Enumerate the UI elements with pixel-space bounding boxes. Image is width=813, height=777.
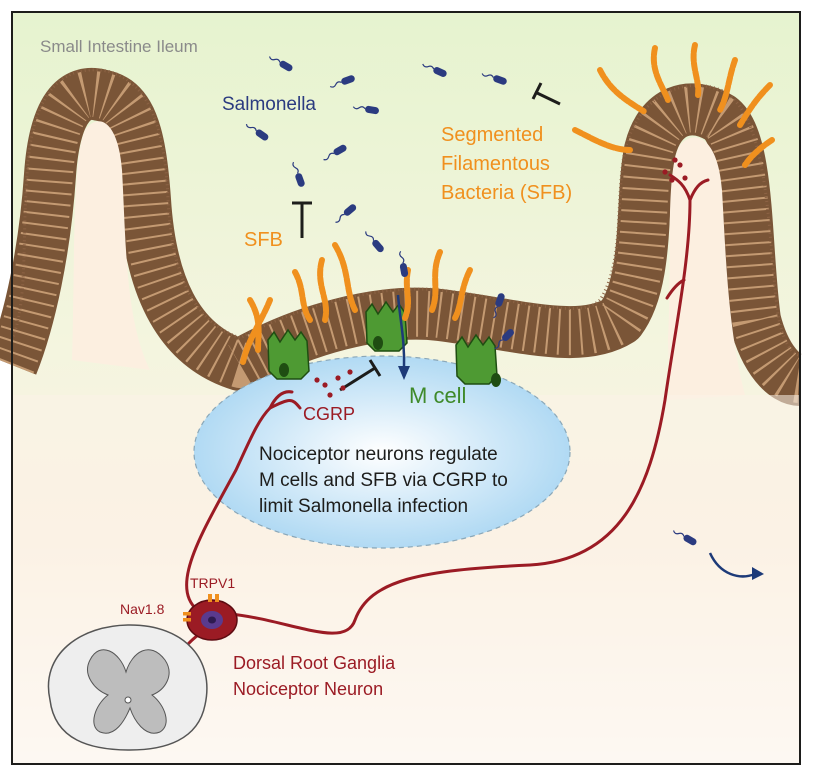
cgrp-vesicles	[314, 369, 353, 398]
sfb-filaments-villus	[572, 42, 775, 168]
salmonella-rod	[493, 293, 505, 319]
sfb-label-line-1: Segmented	[441, 124, 543, 146]
salmonella-rod	[245, 123, 269, 141]
drg-label-line-1: Dorsal Root Ganglia	[233, 653, 396, 673]
cgrp-label: CGRP	[303, 404, 355, 424]
epithelium-cells	[0, 70, 804, 403]
nav18-channel-icon	[183, 612, 191, 622]
region-label: Small Intestine Ileum	[40, 37, 198, 56]
summary-line-2: M cells and SFB via CGRP to	[259, 470, 508, 491]
m-cell-label: M cell	[409, 383, 466, 408]
villus-core-right	[668, 137, 745, 400]
inhibition-sfb-salmonella	[292, 201, 312, 238]
salmonella-rod	[422, 63, 447, 77]
nociceptor-fiber	[153, 173, 710, 682]
salmonella-rod	[672, 530, 697, 546]
summary-line-1: Nociceptor neurons regulate	[259, 444, 498, 465]
inhibition-cgrp-mcell	[339, 359, 382, 392]
villus-core-left	[72, 121, 150, 371]
cgrp-vesicles-villus	[662, 157, 688, 183]
salmonella-exit-arrowhead	[752, 567, 764, 580]
m-cell-uptake-arrowhead	[398, 366, 410, 380]
inhibition-sfb-villus	[531, 82, 561, 106]
m-cell-uptake-arrow	[396, 294, 406, 371]
m-cell	[267, 328, 310, 380]
salmonella-rod	[481, 73, 507, 85]
salmonella-rod	[399, 250, 409, 277]
salmonella-label: Salmonella	[222, 94, 316, 115]
m-cell	[365, 300, 408, 352]
salmonella-rod	[494, 329, 514, 350]
salmonella-rod	[335, 204, 357, 223]
peyers-patch-dome	[193, 355, 571, 549]
trpv1-label: TRPV1	[190, 575, 235, 591]
figure-frame	[11, 11, 801, 765]
nav18-label: Nav1.8	[120, 601, 165, 617]
spinal-cord-icon	[47, 624, 208, 751]
salmonella-rod	[292, 161, 305, 187]
salmonella-rod	[352, 105, 379, 115]
drg-neuron-soma	[186, 599, 238, 641]
m-cell	[455, 333, 501, 387]
salmonella-bacteria	[245, 56, 697, 546]
salmonella-rod	[329, 75, 355, 88]
sfb-label-line-2: Filamentous	[441, 153, 550, 175]
salmonella-exit-arrow	[708, 552, 756, 578]
salmonella-rod	[365, 231, 384, 253]
salmonella-rod	[268, 56, 293, 72]
summary-line-3: limit Salmonella infection	[259, 496, 468, 517]
drg-label-line-2: Nociceptor Neuron	[233, 679, 383, 699]
salmonella-rod	[323, 144, 347, 161]
sfb-label-line-3: Bacteria (SFB)	[441, 182, 572, 204]
sfb-short-label: SFB	[244, 229, 283, 251]
trpv1-channel-icon	[208, 594, 219, 602]
